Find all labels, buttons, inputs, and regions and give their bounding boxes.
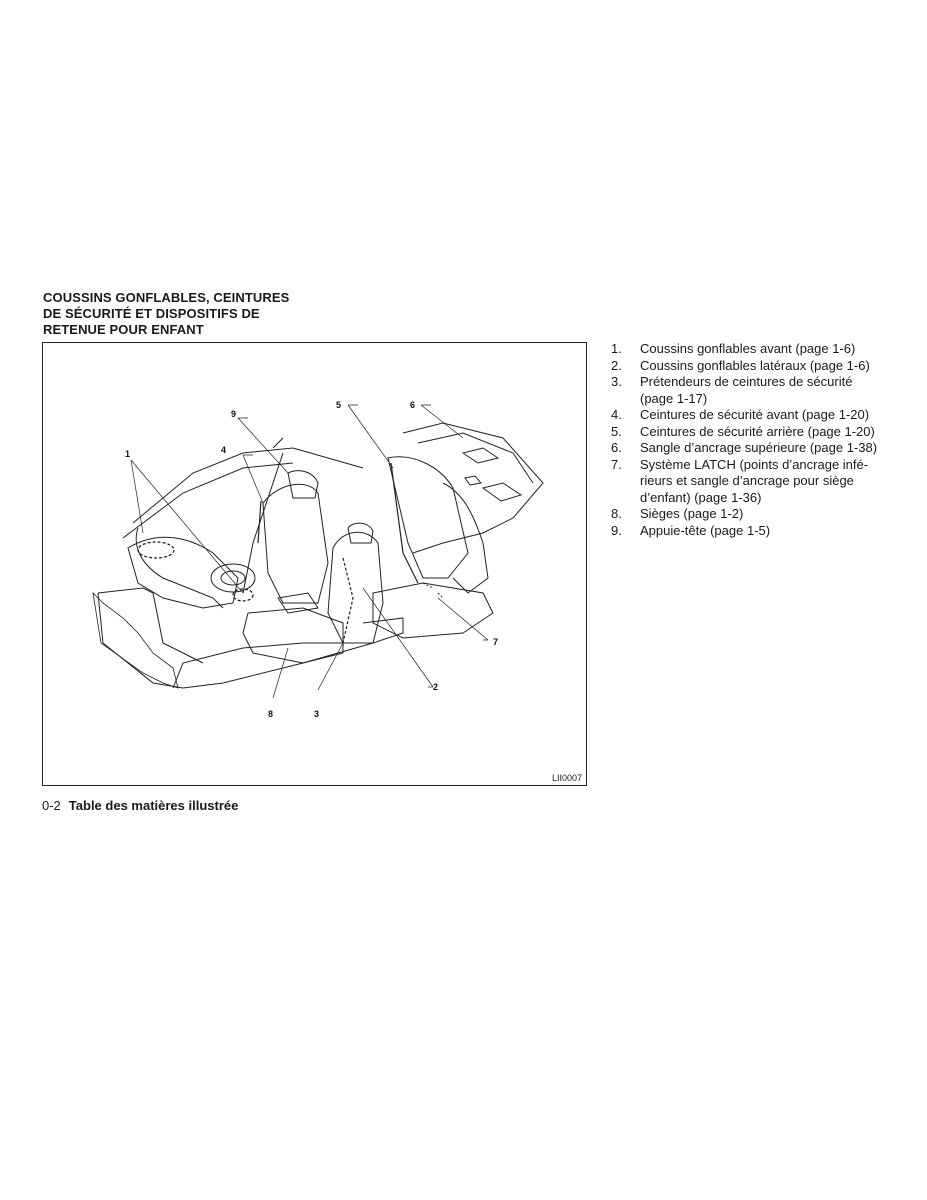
page-footer: 0-2 Table des matières illustrée bbox=[42, 798, 238, 813]
callout-5: 5 bbox=[336, 400, 342, 410]
item-text: Ceintures de sécurité avant (page 1-20) bbox=[640, 407, 870, 422]
item-number: 8. bbox=[611, 506, 622, 521]
item-number: 3. bbox=[611, 374, 622, 389]
page-number: 0-2 bbox=[42, 798, 61, 813]
car-interior-illustration bbox=[92, 404, 544, 699]
item-text: Coussins gonflables latéraux (page 1-6) bbox=[640, 357, 870, 373]
item-number: 5. bbox=[611, 423, 622, 439]
item-number: 4. bbox=[611, 407, 622, 422]
list-item: 8. Sièges (page 1-2) bbox=[611, 506, 886, 523]
item-text: Appuie-tête (page 1-5) bbox=[640, 522, 771, 538]
heading-line: RETENUE POUR ENFANT bbox=[43, 322, 204, 337]
list-item: 5. Ceintures de sécurité arrière (page 1-… bbox=[611, 424, 886, 441]
callout-7: 7 bbox=[493, 637, 499, 647]
item-text: Système LATCH (points d’ancrage infé- ri… bbox=[640, 456, 869, 505]
list-item: 4. Ceintures de sécurité avant (page 1-20… bbox=[611, 407, 886, 424]
callout-6: 6 bbox=[410, 400, 416, 410]
list-item: 9. Appuie-tête (page 1-5) bbox=[611, 523, 886, 540]
list-item: 3. Prétendeurs de ceintures de sécurité (… bbox=[611, 374, 886, 407]
section-title: Table des matières illustrée bbox=[68, 798, 239, 813]
heading-line: DE SÉCURITÉ ET DISPOSITIFS DE bbox=[43, 306, 260, 321]
item-text: Sièges (page 1-2) bbox=[640, 506, 744, 521]
list-item: 2. Coussins gonflables latéraux (page 1-6… bbox=[611, 358, 886, 375]
heading-line: COUSSINS GONFLABLES, CEINTURES bbox=[43, 290, 290, 305]
item-number: 1. bbox=[611, 341, 622, 356]
figure-code: LII0007 bbox=[551, 773, 582, 783]
vehicle-interior-figure: 1 2 3 4 5 6 7 8 9 LII0007 bbox=[42, 342, 587, 786]
item-text: Prétendeurs de ceintures de sécurité (pa… bbox=[640, 374, 853, 406]
callout-4: 4 bbox=[221, 445, 227, 455]
callout-1: 1 bbox=[125, 449, 131, 459]
item-text: Coussins gonflables avant (page 1-6) bbox=[640, 341, 856, 356]
list-item: 6. Sangle d’ancrage supérieure (page 1-38… bbox=[611, 440, 886, 457]
callout-9: 9 bbox=[231, 409, 237, 419]
list-item: 7. Système LATCH (points d’ancrage infé- … bbox=[611, 457, 886, 507]
component-list: 1. Coussins gonflables avant (page 1-6) 2… bbox=[611, 341, 886, 539]
list-item: 1. Coussins gonflables avant (page 1-6) bbox=[611, 341, 886, 358]
item-text: Sangle d’ancrage supérieure (page 1-38) bbox=[640, 440, 878, 455]
item-number: 6. bbox=[611, 440, 622, 455]
item-text: Ceintures de sécurité arrière (page 1-20… bbox=[640, 423, 875, 439]
item-number: 2. bbox=[611, 357, 622, 373]
callout-2: 2 bbox=[433, 682, 439, 692]
item-number: 9. bbox=[611, 522, 622, 538]
item-number: 7. bbox=[611, 456, 622, 472]
section-heading: COUSSINS GONFLABLES, CEINTURES DE SÉCURI… bbox=[43, 290, 343, 338]
callout-3: 3 bbox=[314, 709, 320, 719]
callout-8: 8 bbox=[268, 709, 274, 719]
